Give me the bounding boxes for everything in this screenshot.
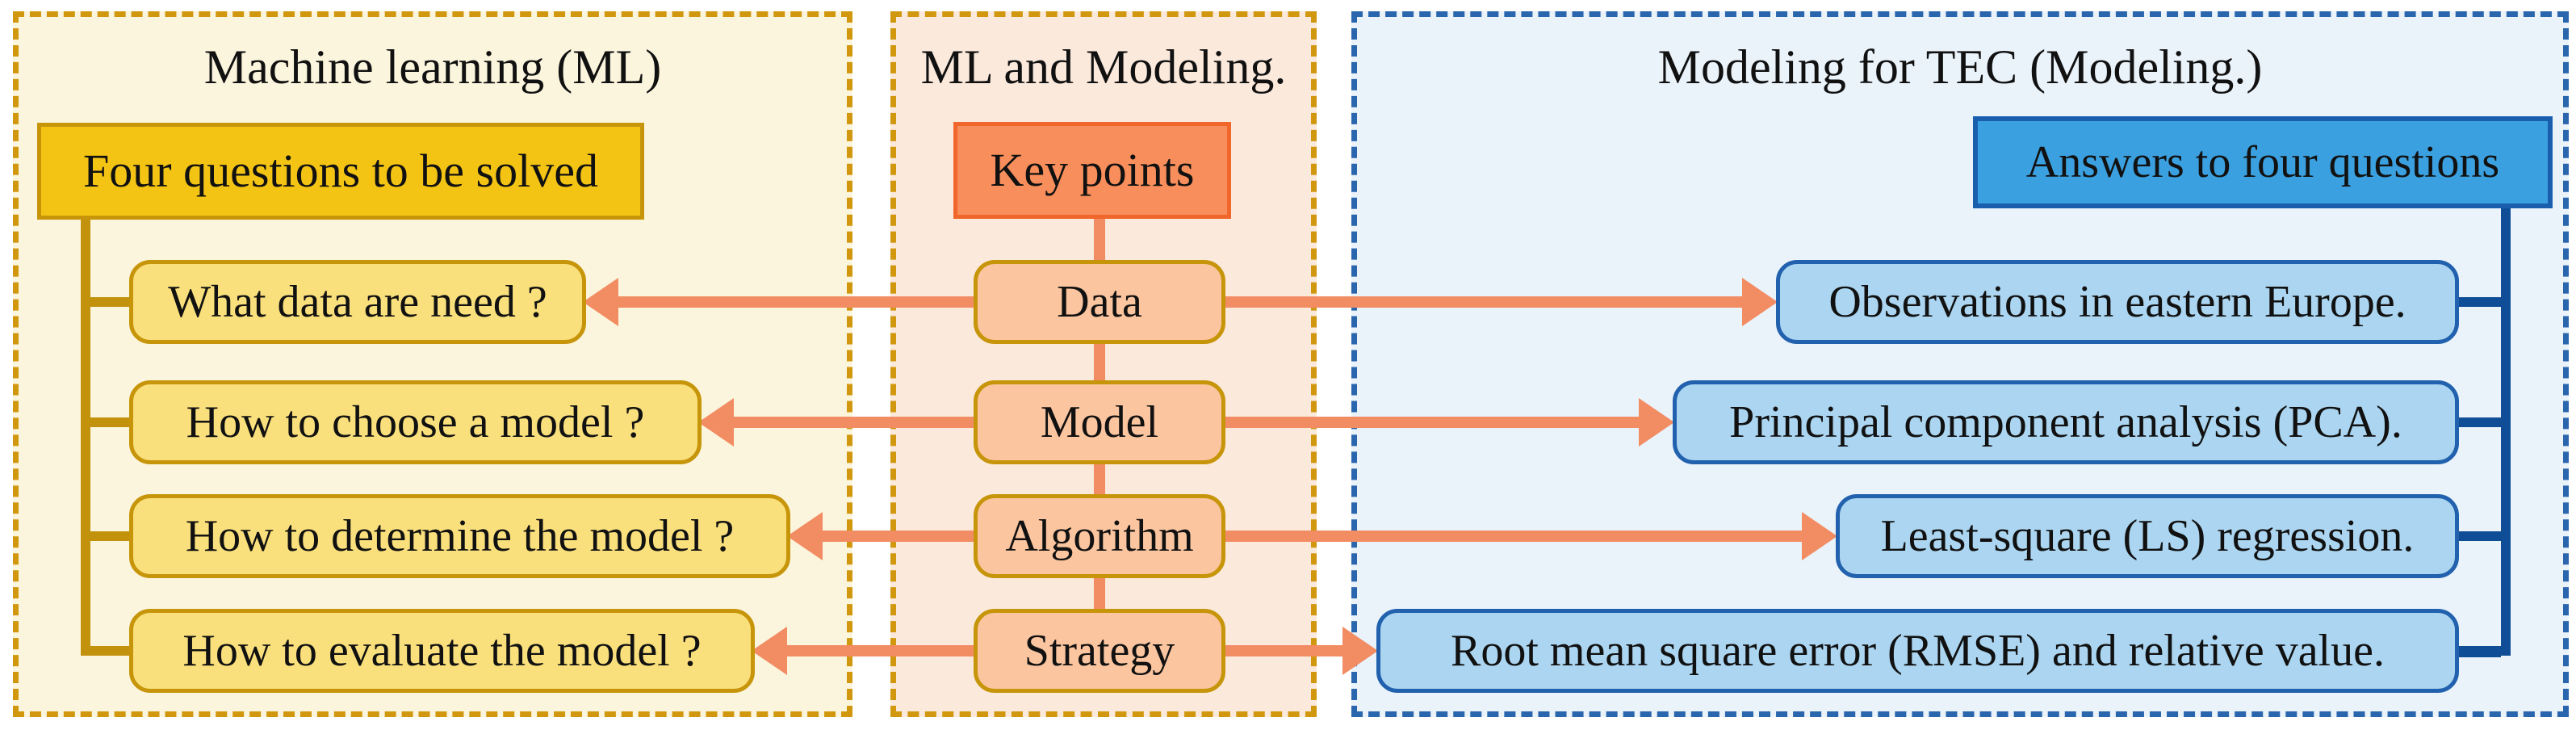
- ml-connector-stub-4: [81, 646, 134, 656]
- arrowhead-left-2: [698, 398, 734, 447]
- bridge-connector-model-algorithm: [1094, 463, 1105, 496]
- arrow-strategy-to-answer-4: [1225, 645, 1347, 656]
- arrowhead-right-3: [1802, 512, 1837, 560]
- tec-connector-stub-2: [2454, 417, 2501, 427]
- ml-question-box-2: How to choose a model ?: [129, 380, 702, 464]
- ml-question-box-4: How to evaluate the model ?: [129, 609, 755, 693]
- tec-connector-stub-4: [2454, 646, 2501, 657]
- ml-header-box: Four questions to be solved: [37, 123, 644, 220]
- arrowhead-left-1: [583, 278, 618, 326]
- arrow-data-to-question-1: [614, 296, 974, 308]
- ml-panel-title: Machine learning (ML): [203, 40, 662, 94]
- keypoint-box-strategy: Strategy: [974, 609, 1225, 693]
- arrow-model-to-question-2: [729, 417, 974, 428]
- bridge-panel-title: ML and Modeling.: [920, 40, 1287, 94]
- arrowhead-right-2: [1639, 398, 1674, 447]
- tec-connector-stub-1: [2454, 297, 2501, 307]
- arrow-data-to-answer-1: [1225, 296, 1747, 308]
- tec-connector-trunk: [2501, 207, 2511, 656]
- tec-answer-box-3: Least-square (LS) regression.: [1836, 494, 2459, 578]
- bridge-connector-data-model: [1094, 342, 1105, 382]
- arrow-model-to-answer-2: [1225, 417, 1644, 428]
- tec-connector-stub-3: [2454, 531, 2501, 541]
- ml-connector-stub-2: [81, 417, 134, 427]
- tec-header-box: Answers to four questions: [1973, 116, 2553, 208]
- arrowhead-right-1: [1742, 278, 1778, 326]
- tec-panel-title: Modeling for TEC (Modeling.): [1657, 40, 2263, 94]
- ml-question-box-1: What data are need ?: [129, 260, 586, 344]
- arrowhead-right-4: [1342, 627, 1378, 675]
- bridge-connector-algorithm-strategy: [1094, 577, 1105, 610]
- keypoint-box-algorithm: Algorithm: [974, 494, 1225, 578]
- tec-answer-box-4: Root mean square error (RMSE) and relati…: [1376, 609, 2459, 693]
- arrow-algorithm-to-answer-3: [1225, 531, 1807, 542]
- arrow-algorithm-to-question-3: [818, 531, 974, 542]
- ml-connector-trunk: [81, 218, 90, 656]
- keypoint-box-model: Model: [974, 380, 1225, 464]
- keypoints-header-box: Key points: [953, 122, 1231, 219]
- ml-connector-stub-3: [81, 531, 134, 541]
- ml-connector-stub-1: [81, 297, 134, 307]
- ml-question-box-3: How to determine the model ?: [129, 494, 790, 578]
- arrowhead-left-3: [787, 512, 823, 560]
- tec-answer-box-1: Observations in eastern Europe.: [1776, 260, 2459, 344]
- tec-answer-box-2: Principal component analysis (PCA).: [1673, 380, 2459, 464]
- keypoint-box-data: Data: [974, 260, 1225, 344]
- arrowhead-left-4: [752, 627, 787, 675]
- arrow-strategy-to-question-4: [782, 645, 974, 656]
- bridge-connector-keypoints-data: [1094, 216, 1105, 262]
